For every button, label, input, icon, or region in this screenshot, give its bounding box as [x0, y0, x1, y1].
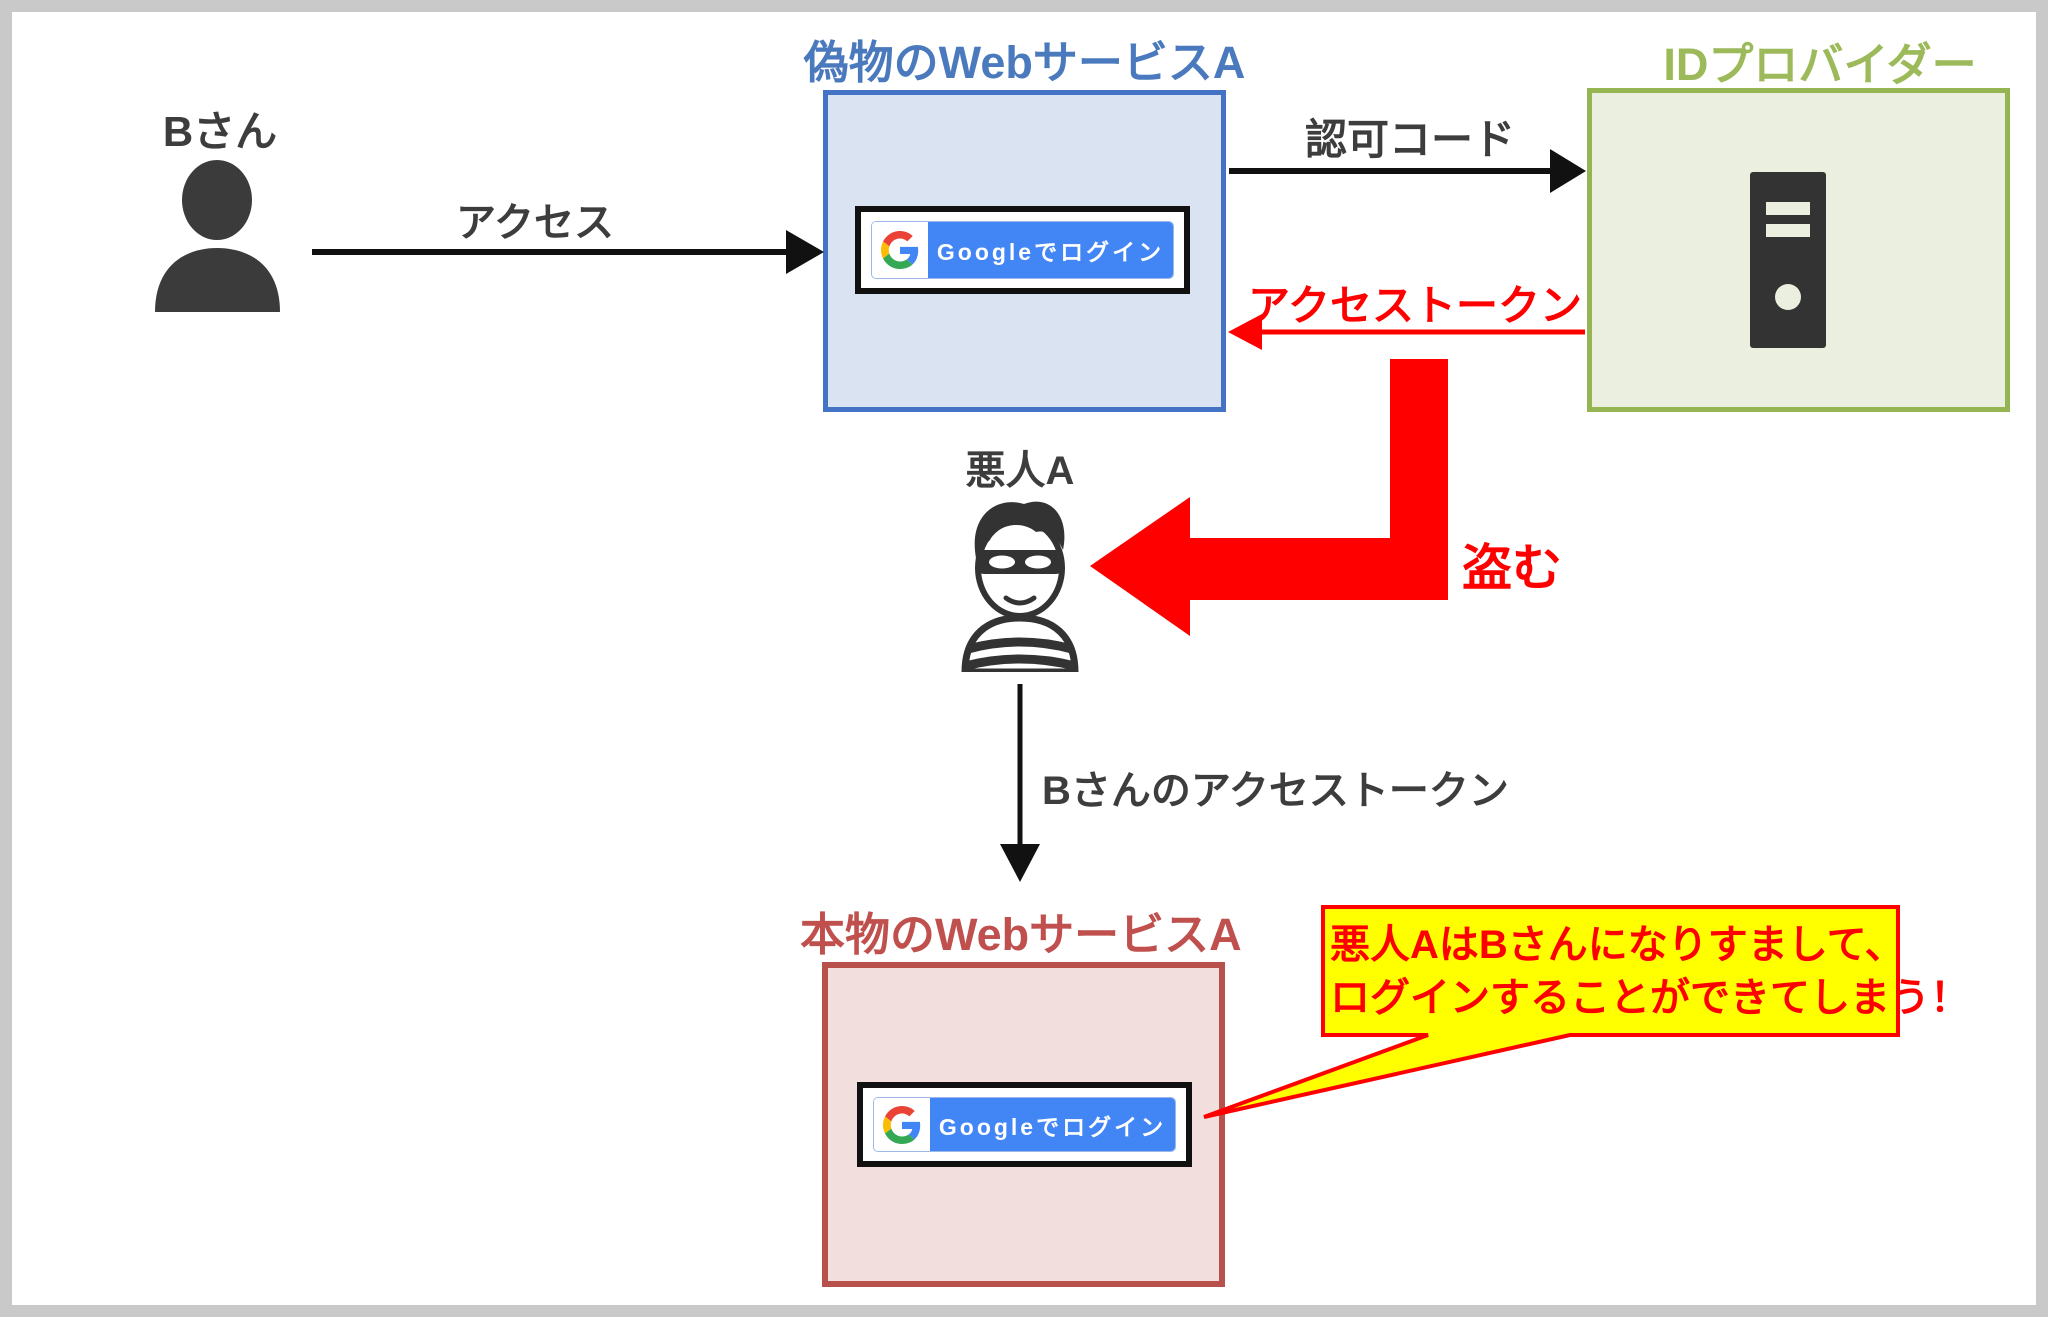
- google-login-button-fake[interactable]: Googleでログイン: [855, 206, 1190, 294]
- b-access-token-label: Bさんのアクセストークン: [1042, 769, 1509, 813]
- google-login-inner: Googleでログイン: [871, 221, 1174, 279]
- google-logo-icon: [874, 1098, 930, 1151]
- google-login-inner: Googleでログイン: [873, 1097, 1176, 1152]
- access-token-label: アクセストークン: [1248, 282, 1582, 329]
- google-login-button-label: Googleでログイン: [930, 1098, 1175, 1151]
- google-login-button-label: Googleでログイン: [928, 222, 1173, 278]
- person-icon: [155, 160, 280, 312]
- id-provider-title: IDプロバイダー: [1663, 39, 1977, 90]
- thief-icon: [961, 501, 1079, 672]
- user-b-label: Bさん: [162, 108, 278, 155]
- villain-a-label: 悪人A: [965, 449, 1075, 493]
- server-icon: [1750, 172, 1826, 348]
- access-arrow-label: アクセス: [456, 201, 614, 245]
- fake-service-title: 偽物のWebサービスA: [803, 37, 1246, 88]
- auth-code-label: 認可コード: [1304, 116, 1515, 163]
- google-logo-icon: [872, 222, 928, 278]
- real-service-title: 本物のWebサービスA: [800, 909, 1242, 960]
- steal-label: 盗む: [1462, 540, 1562, 596]
- thief-down-arrow: [1000, 684, 1040, 882]
- callout-line1: 悪人AはBさんになりすまして、: [1330, 923, 1905, 967]
- callout-text: 悪人AはBさんになりすまして、 ログインすることができてしまう！: [1330, 919, 1970, 1025]
- callout-line2: ログインすることができてしまう！: [1330, 976, 1970, 1020]
- google-login-button-real[interactable]: Googleでログイン: [857, 1082, 1192, 1167]
